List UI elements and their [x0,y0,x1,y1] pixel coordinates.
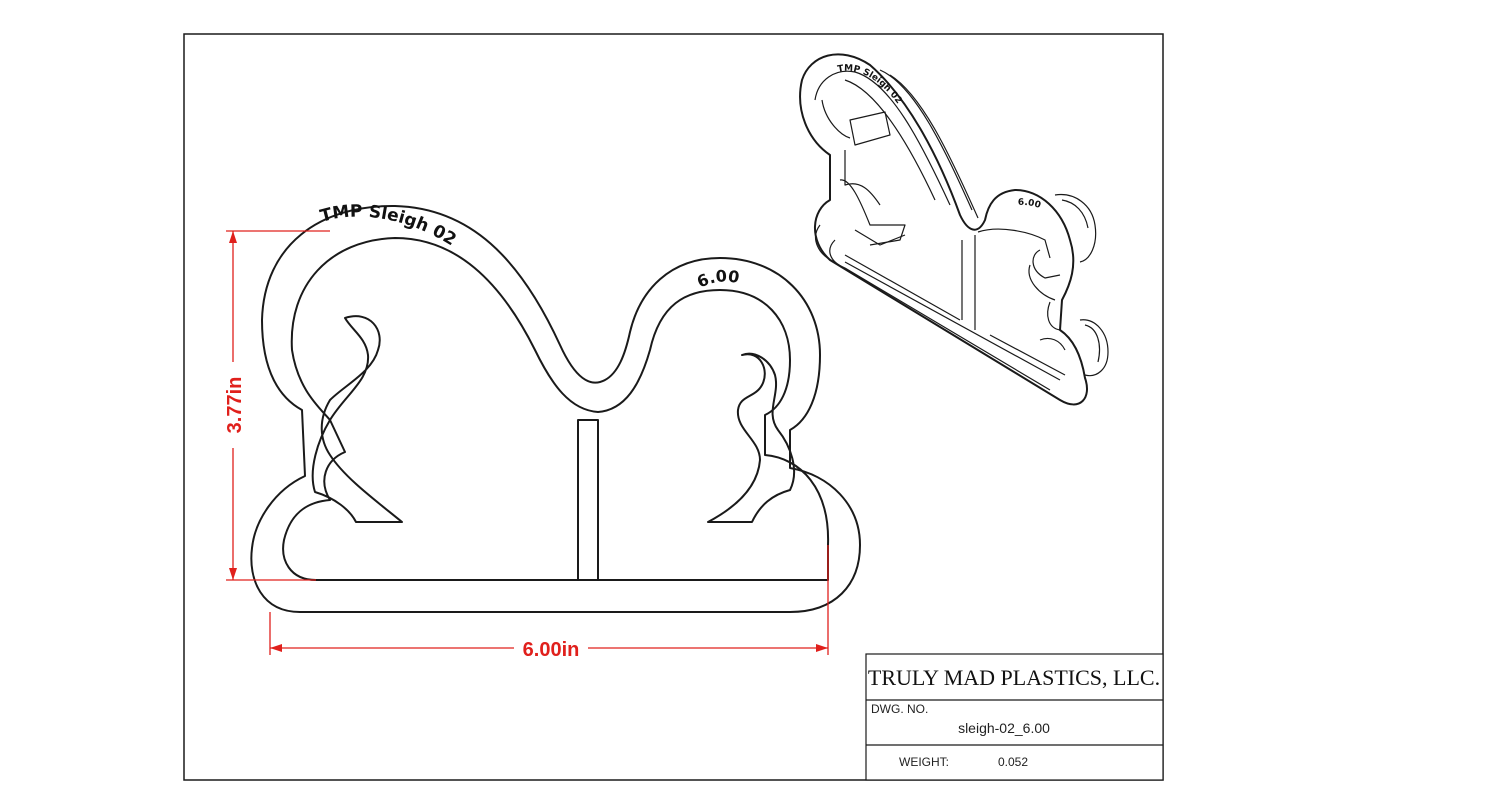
sleigh-front-view: TMP Sleigh 02 6.00 [250,202,861,613]
title-block: TRULY MAD PLASTICS, LLC. DWG. NO. sleigh… [865,653,1164,781]
sleigh-isometric-view: TMP Sleigh 02 6.00 [799,53,1109,406]
dwg-no-value: sleigh-02_6.00 [958,720,1050,736]
drawing-border [183,33,1164,781]
weight-label: WEIGHT: [899,755,949,769]
sleigh-inner-outline [282,237,830,581]
part-name-marking: TMP Sleigh 02 [318,202,460,251]
dimension-width: 6.00in [269,545,829,661]
right-scroll-cutout [707,352,795,523]
iso-size-marking: 6.00 [1018,198,1042,211]
sleigh-outer-outline [250,204,861,613]
dimension-height: 3.77in [224,230,330,581]
weight-value: 0.052 [998,755,1028,769]
company-name: TRULY MAD PLASTICS, LLC. [868,665,1160,690]
dwg-no-label: DWG. NO. [871,702,928,716]
height-dimension-label: 3.77in [224,377,246,434]
iso-front-face [799,53,1088,406]
sleigh-center-slot [577,419,599,581]
part-size-marking: 6.00 [694,266,741,291]
iso-name-marking: TMP Sleigh 02 [837,64,904,106]
left-scroll-cutout [311,315,403,523]
width-dimension-label: 6.00in [523,639,580,661]
